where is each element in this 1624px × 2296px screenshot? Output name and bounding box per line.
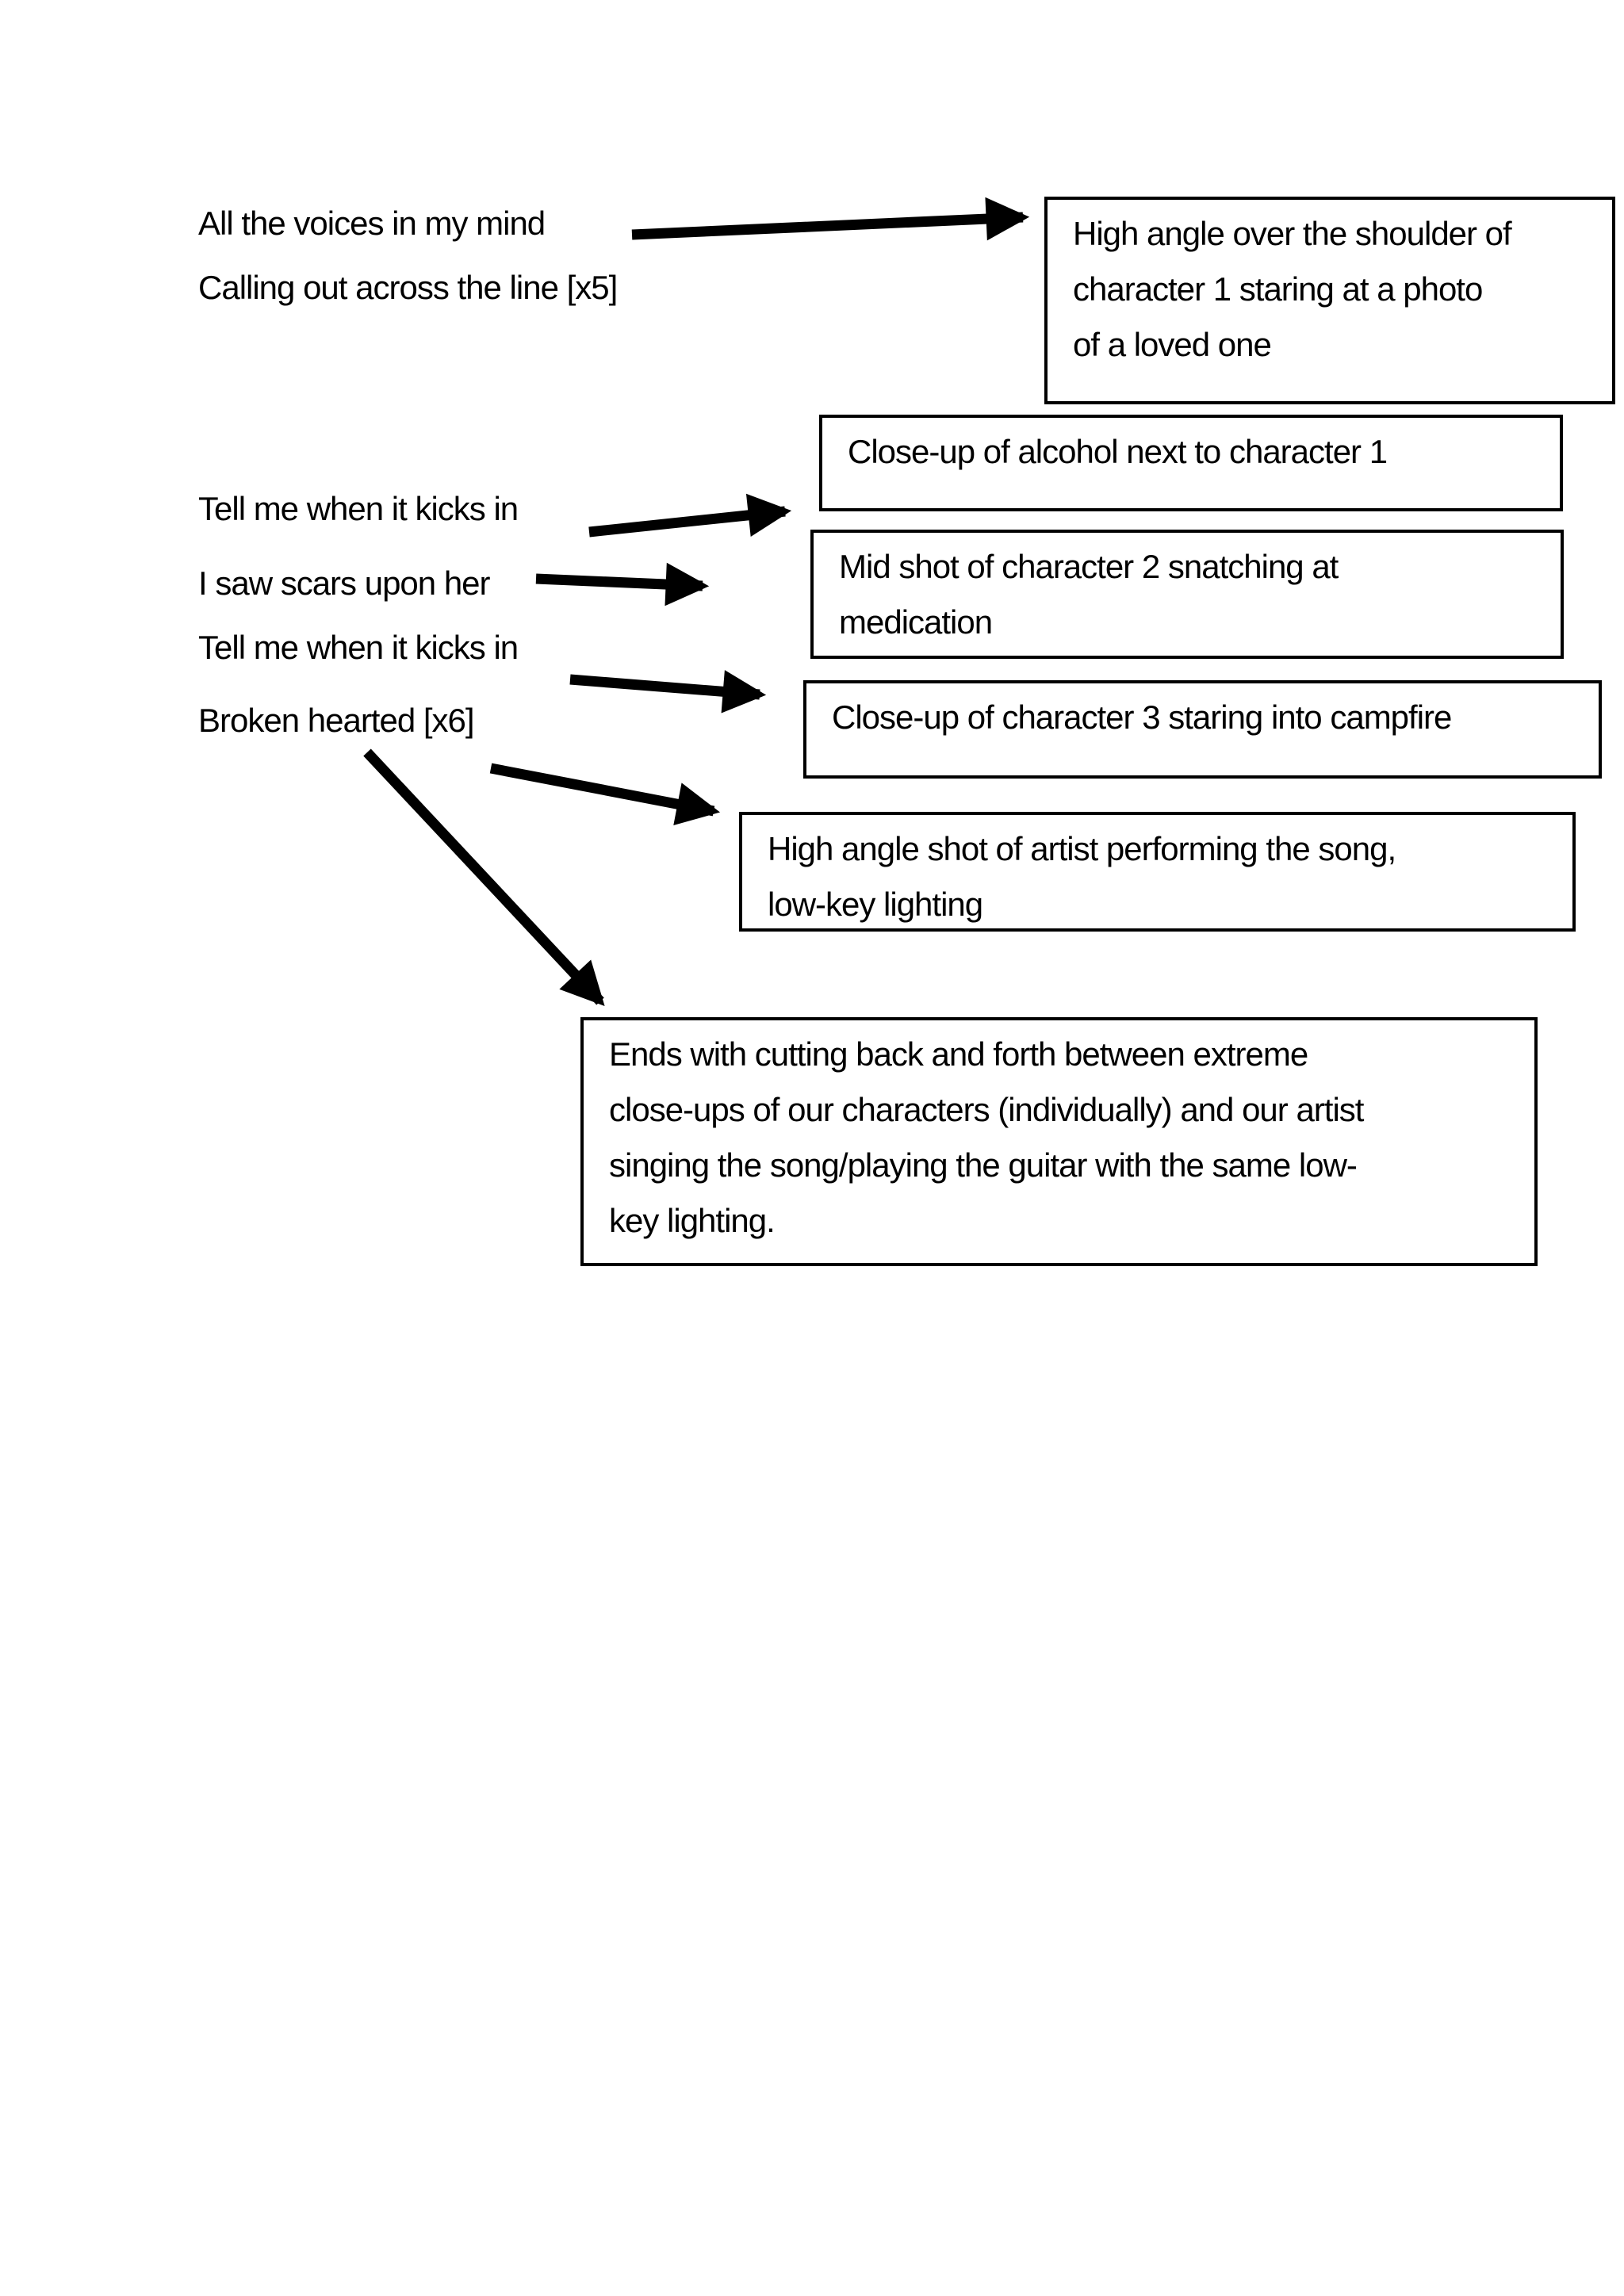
lyric-line-5: Tell me when it kicks in	[198, 629, 519, 666]
arrow-broken-to-shot-6	[363, 748, 605, 1006]
shot-box-1-line: character 1 staring at a photo	[1073, 270, 1483, 308]
arrow-kicksin-to-shot-2	[588, 493, 792, 538]
arrow-broken-to-shot-5	[489, 763, 721, 826]
arrow-voices-to-shot-1	[631, 197, 1030, 241]
shot-box-4-line: Close-up of character 3 staring into cam…	[832, 698, 1452, 736]
shot-box-5-line: High angle shot of artist performing the…	[768, 830, 1396, 867]
shot-box-6-line: singing the song/playing the guitar with…	[609, 1146, 1358, 1184]
lyric-line-2: Calling out across the line [x5]	[198, 269, 618, 306]
lyric-line-3: Tell me when it kicks in	[198, 490, 519, 527]
shot-box-6-line: key lighting.	[609, 1202, 776, 1239]
shot-box-3-line: medication	[839, 603, 993, 641]
shot-box-1-line: of a loved one	[1073, 326, 1272, 363]
shot-box-2: Close-up of alcohol next to character 1	[819, 415, 1563, 511]
lyric-line-4: I saw scars upon her	[198, 564, 491, 602]
shot-box-3-line: Mid shot of character 2 snatching at	[839, 548, 1339, 585]
shot-box-6: Ends with cutting back and forth between…	[580, 1017, 1538, 1266]
shot-box-1-line: High angle over the shoulder of	[1073, 215, 1512, 252]
shot-box-2-line: Close-up of alcohol next to character 1	[848, 433, 1388, 470]
shot-box-4: Close-up of character 3 staring into cam…	[803, 680, 1602, 779]
shot-box-1: High angle over the shoulder of characte…	[1044, 197, 1615, 404]
shot-box-6-line: close-ups of our characters (individuall…	[609, 1091, 1364, 1128]
shot-box-3: Mid shot of character 2 snatching at med…	[810, 530, 1564, 659]
shot-box-6-line: Ends with cutting back and forth between…	[609, 1035, 1308, 1073]
arrow-kicksin2-to-shot-4	[569, 670, 767, 714]
lyric-line-1: All the voices in my mind	[198, 205, 546, 242]
shot-box-5-line: low-key lighting	[768, 886, 983, 923]
lyric-line-6: Broken hearted [x6]	[198, 702, 475, 739]
shot-box-5: High angle shot of artist performing the…	[739, 812, 1576, 932]
arrow-scars-to-shot-3	[535, 562, 710, 607]
